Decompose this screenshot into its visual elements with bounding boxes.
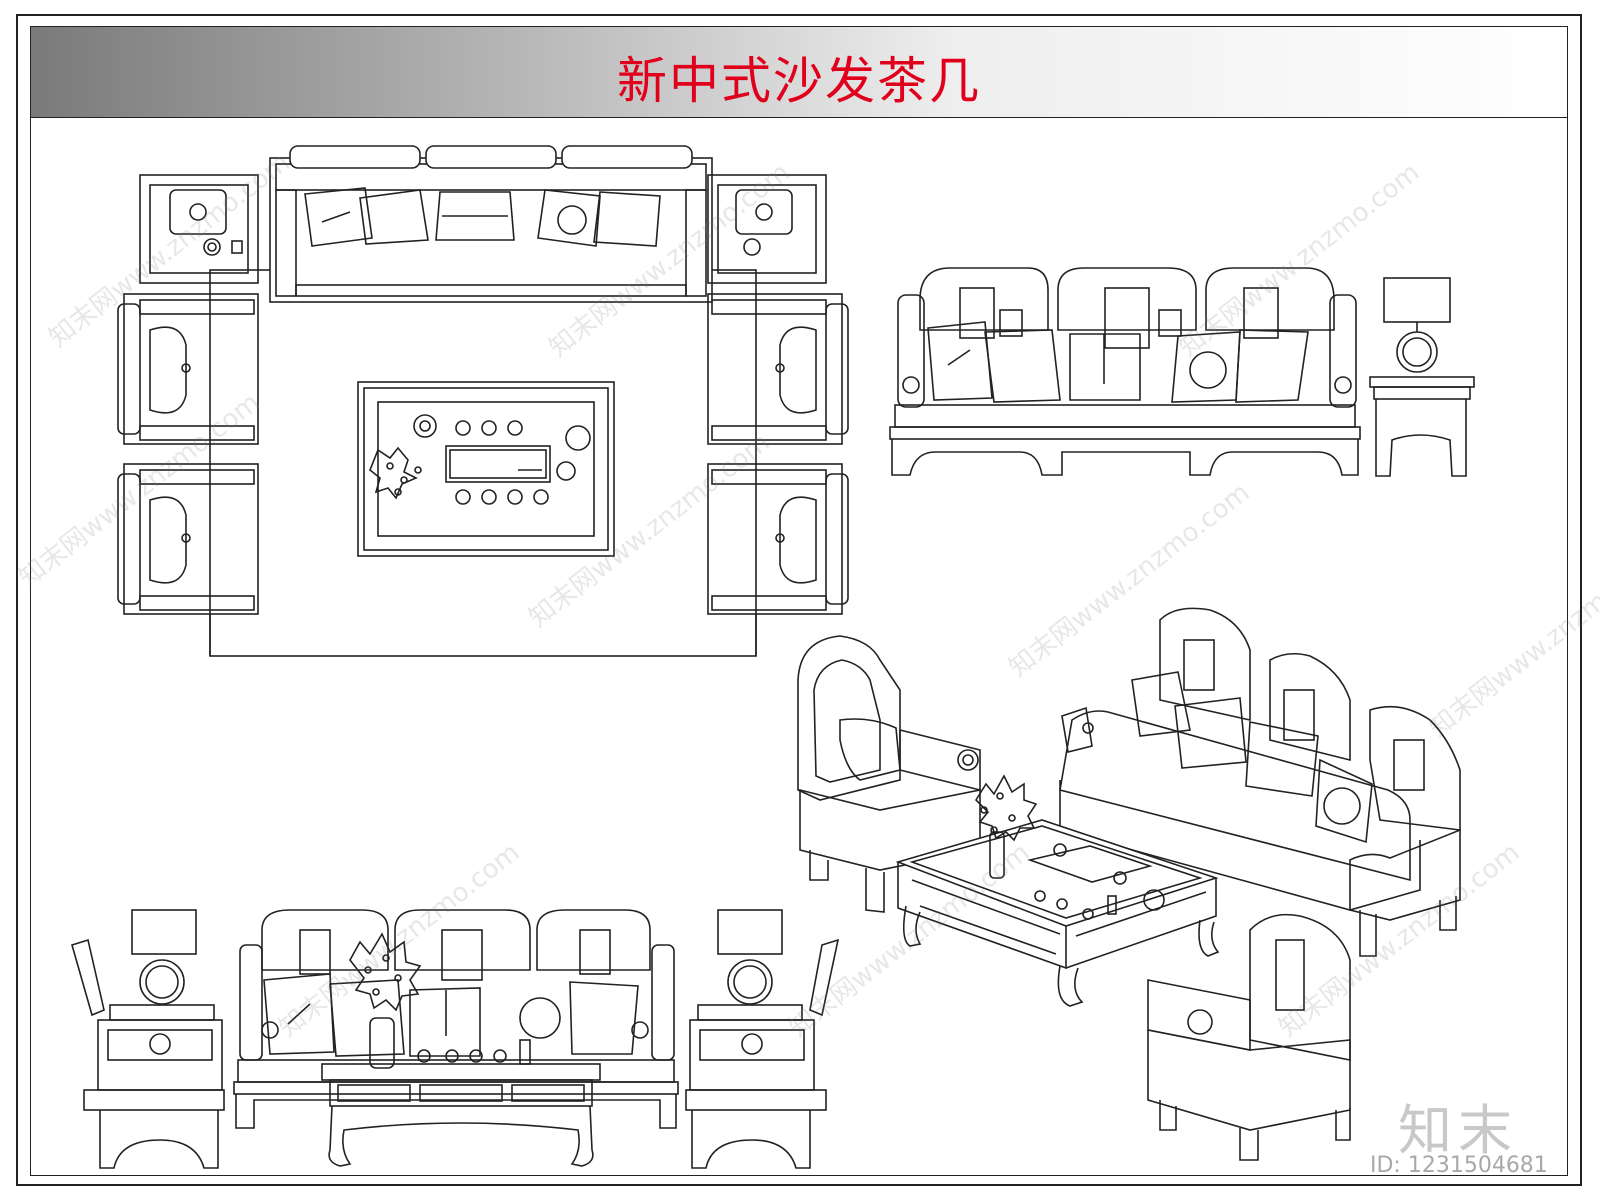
plan-armchair-right-2 (707, 463, 849, 615)
page-title: 新中式沙发茶几 (617, 52, 981, 110)
plan-armchair-left-1 (117, 293, 259, 445)
front-view-side-table (1369, 277, 1475, 477)
front-view-sofa (889, 267, 1361, 476)
plan-armchair-left-2 (117, 463, 259, 615)
brand-logo-text: 知末 (1398, 1099, 1518, 1162)
asset-id: ID: 1231504681 (1370, 1153, 1548, 1178)
elevation-coffee-table (321, 1039, 601, 1167)
elevation-right-armchair (685, 909, 840, 1169)
plan-side-table-left (139, 174, 259, 284)
title-bar: 新中式沙发茶几 (31, 27, 1567, 118)
plan-sofa (269, 145, 713, 303)
iso-armchair-left (797, 635, 981, 913)
iso-coffee-table (895, 774, 1220, 1007)
elevation-sofa (233, 909, 679, 1129)
plan-view (117, 145, 849, 657)
iso-sofa (1059, 607, 1461, 957)
inner-frame (30, 26, 1568, 1176)
plan-coffee-table (357, 381, 615, 557)
iso-armchair-right (1147, 913, 1351, 1161)
elevation-left-armchair (71, 909, 225, 1169)
plan-armchair-right-1 (707, 293, 849, 445)
outer-frame (16, 14, 1582, 1186)
plan-side-table-right (707, 174, 827, 284)
elevation-vase (349, 932, 422, 1069)
